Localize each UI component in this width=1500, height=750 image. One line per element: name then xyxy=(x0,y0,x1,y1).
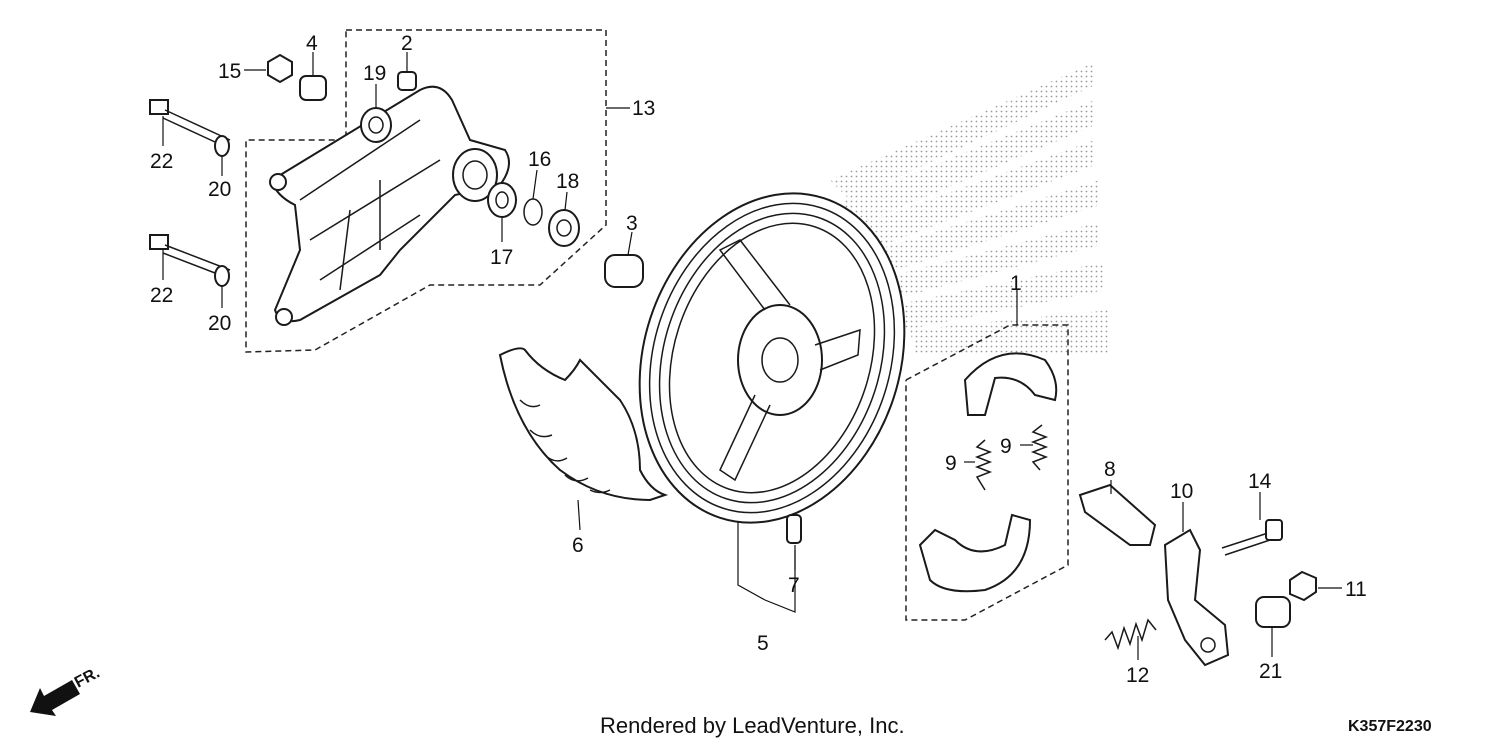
swingarm-assembly-outline xyxy=(245,29,607,353)
callout-15: 15 xyxy=(218,60,241,83)
collar-3 xyxy=(604,254,644,288)
rear-wheel-5 xyxy=(638,192,906,524)
wing-logo-watermark xyxy=(830,62,1110,355)
drawing-code: K357F2230 xyxy=(1348,718,1432,735)
nut-20-lower xyxy=(214,265,230,287)
spring-9-right xyxy=(1030,424,1049,471)
callout-13: 13 xyxy=(632,97,655,120)
callout-14: 14 xyxy=(1248,470,1272,493)
brake-cam-8 xyxy=(1078,483,1157,546)
callout-3: 3 xyxy=(626,212,638,235)
front-direction-label: FR. xyxy=(72,664,103,691)
collar-4 xyxy=(299,75,327,101)
leader-lines xyxy=(162,52,1342,660)
bolt-22-upper xyxy=(149,99,231,149)
brake-shoe-upper xyxy=(963,352,1058,416)
bearing-17 xyxy=(487,182,517,218)
bearing-19 xyxy=(360,107,392,143)
callout-9-left: 9 xyxy=(945,452,957,475)
callout-17: 17 xyxy=(490,246,513,269)
callout-8: 8 xyxy=(1104,458,1116,481)
callout-21: 21 xyxy=(1259,660,1282,683)
callout-20-lower: 20 xyxy=(208,312,231,335)
brake-arm-10 xyxy=(1163,528,1230,667)
spring-12 xyxy=(1104,618,1157,651)
callout-7: 7 xyxy=(788,574,800,597)
callout-1: 1 xyxy=(1010,272,1022,295)
nut-11 xyxy=(1289,570,1317,602)
callout-22-lower: 22 xyxy=(150,284,173,307)
bearing-2 xyxy=(397,71,417,91)
group-outlines xyxy=(245,29,1069,621)
callout-22-upper: 22 xyxy=(150,150,173,173)
nut-15 xyxy=(267,53,293,84)
callout-18: 18 xyxy=(556,170,579,193)
callout-2: 2 xyxy=(401,32,413,55)
brake-shoe-lower xyxy=(918,513,1032,593)
callout-12: 12 xyxy=(1126,664,1149,687)
callout-20-upper: 20 xyxy=(208,178,231,201)
callout-4: 4 xyxy=(306,32,318,55)
callout-10: 10 xyxy=(1170,480,1193,503)
nut-20-upper xyxy=(214,135,230,157)
seal-18 xyxy=(548,209,580,247)
callout-16: 16 xyxy=(528,148,551,171)
callout-labels: 1 2 3 4 5 6 7 8 9 9 10 11 12 13 14 15 16… xyxy=(150,32,1367,687)
front-direction-indicator: FR. xyxy=(30,664,103,716)
collar-21 xyxy=(1255,596,1291,628)
rear-fork-swingarm xyxy=(269,85,510,326)
front-arrow-icon xyxy=(30,680,80,716)
valve-7 xyxy=(786,514,802,544)
wheel-assembly-bracket xyxy=(737,520,796,613)
bolt-14 xyxy=(1221,519,1283,556)
callout-19: 19 xyxy=(363,62,386,85)
callout-9-right: 9 xyxy=(1000,435,1012,458)
brake-shoe-outline xyxy=(905,324,1069,621)
callout-5: 5 xyxy=(757,632,769,655)
spring-9-left xyxy=(974,439,993,491)
callout-6: 6 xyxy=(572,534,584,557)
callout-11: 11 xyxy=(1345,578,1367,601)
circlip-16 xyxy=(523,198,543,226)
footer-credit: Rendered by LeadVenture, Inc. xyxy=(600,713,905,738)
tire-6 xyxy=(498,347,669,502)
